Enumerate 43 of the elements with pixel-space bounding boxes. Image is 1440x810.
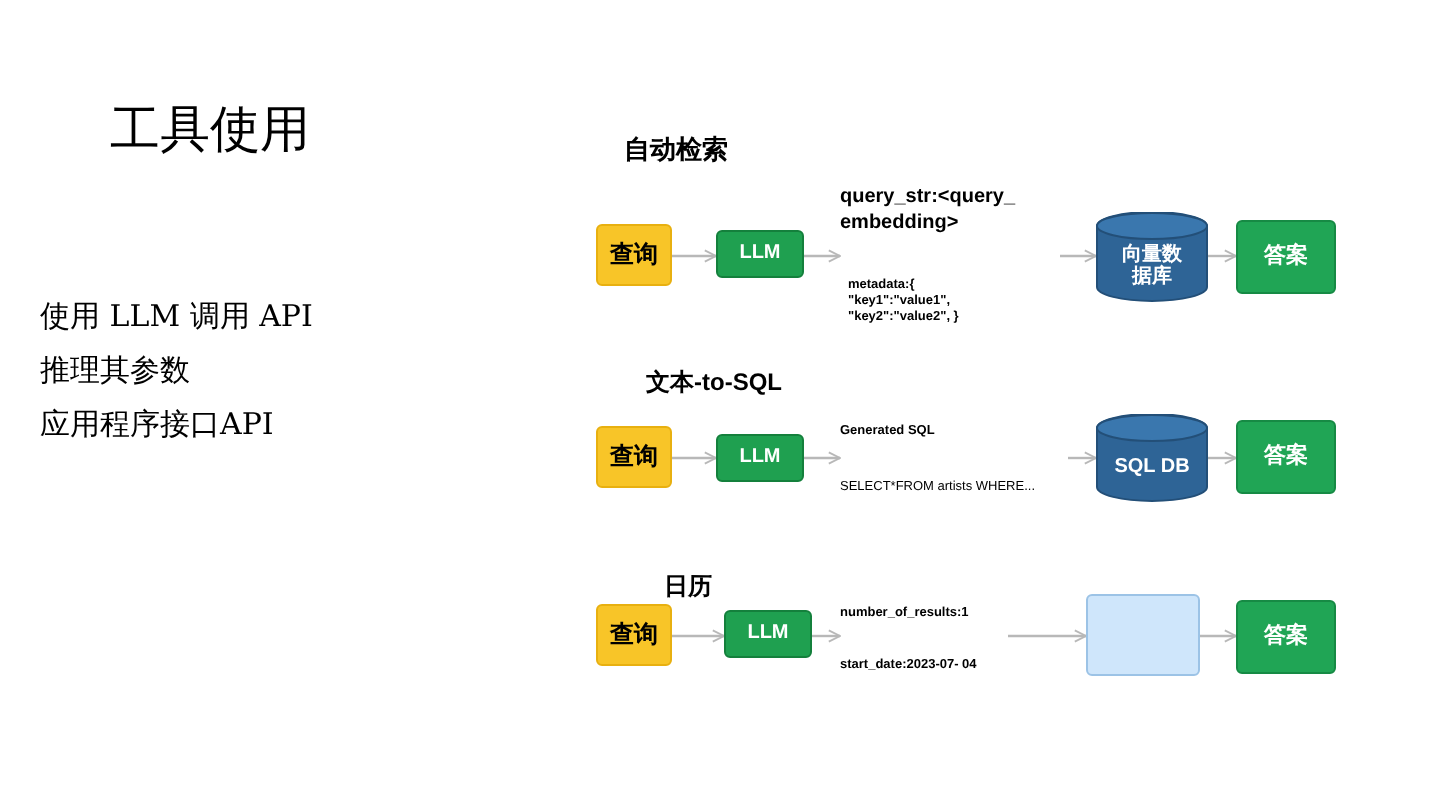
arrow xyxy=(1060,249,1097,263)
section-heading: 文本-to-SQL xyxy=(646,366,782,400)
arrow xyxy=(1068,451,1097,465)
slide-title: 工具使用 xyxy=(110,98,310,162)
database-cylinder xyxy=(1096,212,1208,302)
parameter-name: query_str:<query_ embedding> xyxy=(840,186,1018,236)
bullet-text: 使用 LLM 调用 API xyxy=(40,298,313,336)
arrow xyxy=(812,629,841,643)
arrow xyxy=(1200,629,1237,643)
node-label: 向量数据库 xyxy=(1120,244,1184,288)
arrow xyxy=(804,249,841,263)
bullet-text: 推理其参数 xyxy=(40,352,190,390)
arrow xyxy=(672,249,717,263)
node-label: LLM xyxy=(739,445,781,471)
answer-box xyxy=(1236,420,1336,494)
llm-box xyxy=(716,230,804,278)
llm-box xyxy=(716,434,804,482)
node-label: 答案 xyxy=(1264,243,1308,271)
arrow xyxy=(1208,451,1237,465)
llm-box xyxy=(724,610,812,658)
arrow xyxy=(672,629,725,643)
answer-box xyxy=(1236,600,1336,674)
arrow xyxy=(672,451,717,465)
calendar-box xyxy=(1086,594,1200,676)
node-label: 答案 xyxy=(1264,623,1308,651)
node-label: 答案 xyxy=(1264,443,1308,471)
node-label: LLM xyxy=(747,621,789,647)
arrow xyxy=(1208,249,1237,263)
node-label: 查询 xyxy=(610,620,658,650)
section-heading: 自动检索 xyxy=(624,132,728,168)
query-box xyxy=(596,224,672,286)
node-label: LLM xyxy=(739,241,781,267)
node-label: 查询 xyxy=(610,442,658,472)
section-heading: 日历 xyxy=(664,570,712,604)
arrow xyxy=(804,451,841,465)
answer-box xyxy=(1236,220,1336,294)
node-label: 查询 xyxy=(610,240,658,270)
query-box xyxy=(596,426,672,488)
node-label: SQL DB xyxy=(1114,456,1190,478)
query-box xyxy=(596,604,672,666)
database-cylinder xyxy=(1096,414,1208,502)
bullet-text: 应用程序接口API xyxy=(40,406,274,444)
arrow xyxy=(1008,629,1087,643)
